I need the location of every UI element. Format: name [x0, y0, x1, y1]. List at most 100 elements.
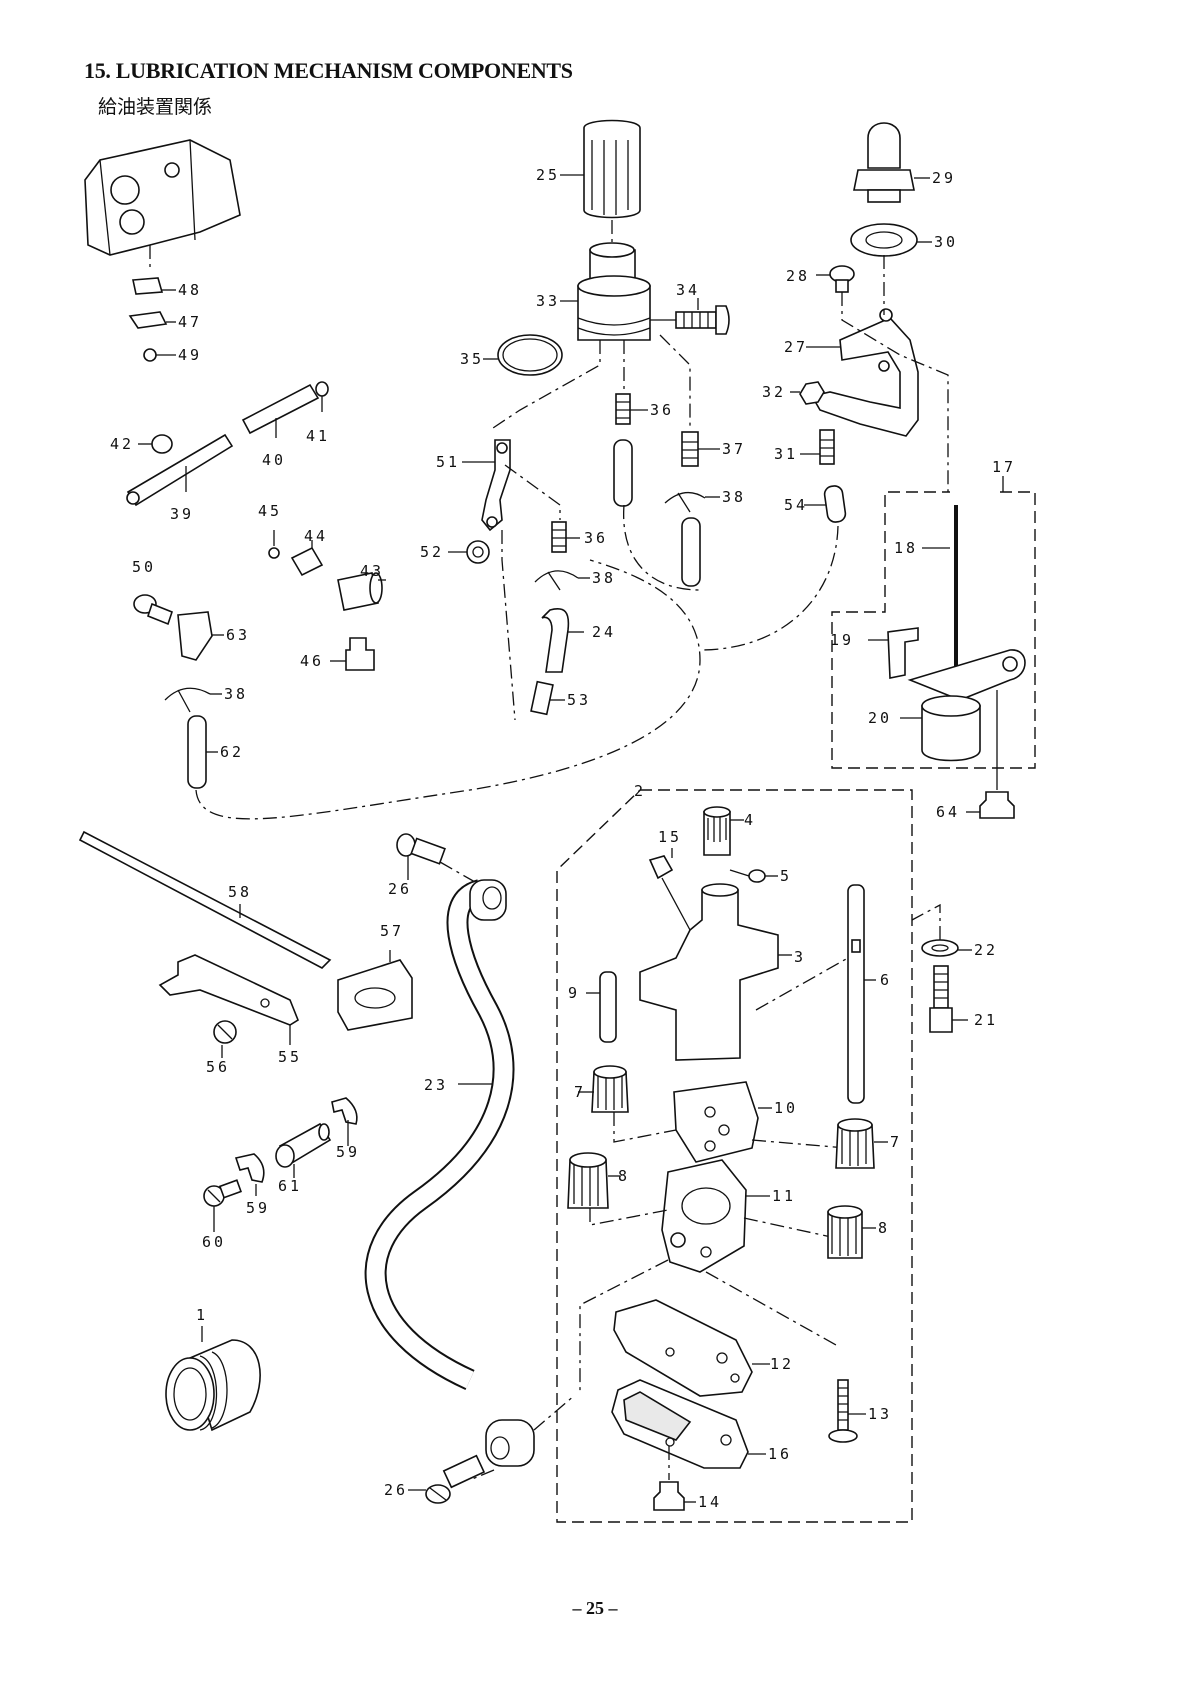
callout-label-62: 62	[220, 743, 244, 761]
callout-label-38: 38	[722, 488, 746, 506]
part-18-rod	[922, 505, 958, 690]
callout-label-51: 51	[436, 453, 460, 471]
bed-bracket	[84, 139, 241, 272]
part-11-housing	[661, 1159, 770, 1273]
callout-label-26: 26	[384, 1481, 408, 1499]
callout-label-21: 21	[974, 1011, 998, 1029]
callout-label-54: 54	[784, 496, 808, 514]
part-38-right	[664, 491, 720, 513]
callout-label-8: 8	[878, 1219, 890, 1237]
callout-label-63: 63	[226, 626, 250, 644]
part-36-mid	[551, 521, 580, 553]
callout-label-39: 39	[170, 505, 194, 523]
callout-label-18: 18	[894, 539, 918, 557]
tube-24	[541, 608, 570, 673]
callout-label-33: 33	[536, 292, 560, 310]
callout-label-44: 44	[304, 527, 328, 545]
callout-label-31: 31	[774, 445, 798, 463]
part-16-filter-base	[611, 1379, 766, 1469]
callout-label-28: 28	[786, 267, 810, 285]
callout-label-9: 9	[568, 984, 580, 1002]
callout-label-25: 25	[536, 166, 560, 184]
part-63	[177, 611, 224, 661]
part-22-washer	[921, 939, 972, 957]
callout-label-58: 58	[228, 883, 252, 901]
part-34-oring	[483, 334, 563, 376]
part-55-spring-plate	[158, 954, 299, 1045]
callout-label-20: 20	[868, 709, 892, 727]
part-5-set-screw	[729, 869, 778, 883]
part-31-fitting	[800, 429, 835, 465]
part-26-top-bolt	[396, 833, 446, 880]
callout-label-7: 7	[890, 1133, 902, 1151]
callout-label-42: 42	[110, 435, 134, 453]
page-subtitle: 給油装置関係	[98, 96, 213, 118]
callout-label-59: 59	[246, 1199, 270, 1217]
callout-label-38: 38	[592, 569, 616, 587]
part-1-plug	[165, 1326, 261, 1432]
page-title: 15. LUBRICATION MECHANISM COMPONENTS	[84, 58, 573, 83]
callout-label-43: 43	[360, 562, 384, 580]
part-21-screw	[929, 965, 968, 1033]
part-45	[268, 530, 280, 559]
tube-36-top	[613, 439, 633, 507]
part-44	[290, 540, 324, 577]
callout-label-19: 19	[830, 631, 854, 649]
part-26-bottom-bolt	[408, 1454, 486, 1504]
callout-label-14: 14	[698, 1493, 722, 1511]
part-28-screw	[816, 265, 855, 293]
callout-label-29: 29	[932, 169, 956, 187]
part-52-nut	[448, 540, 490, 564]
part-38-left	[164, 687, 222, 713]
callout-label-64: 64	[936, 803, 960, 821]
callout-label-6: 6	[880, 971, 892, 989]
callout-label-55: 55	[278, 1048, 302, 1066]
part-50	[133, 594, 173, 626]
callout-label-47: 47	[178, 313, 202, 331]
part-15-fitting	[648, 848, 691, 931]
part-60-screw	[203, 1179, 242, 1232]
part-48	[132, 277, 176, 295]
part-49	[143, 348, 176, 362]
part-38-mid	[534, 570, 590, 591]
callout-label-56: 56	[206, 1058, 230, 1076]
callout-label-16: 16	[768, 1445, 792, 1463]
part-7-gear-left	[578, 1065, 629, 1113]
callout-label-60: 60	[202, 1233, 226, 1251]
part-33-pump-body	[560, 242, 651, 341]
page-number: – 25 –	[572, 1598, 618, 1618]
part-36-top	[615, 393, 648, 425]
part-19-plate	[868, 627, 919, 679]
part-64-screw	[966, 791, 1015, 819]
callout-label-7: 7	[574, 1083, 586, 1101]
part-37	[681, 431, 720, 467]
callout-label-24: 24	[592, 623, 616, 641]
callout-label-10: 10	[774, 1099, 798, 1117]
part-12-gasket	[613, 1299, 770, 1397]
part-47	[128, 311, 176, 329]
part-39-shaft	[126, 433, 234, 507]
callout-labels: 1234567788910111213141516171819202122232…	[110, 166, 1013, 1511]
part-62-tube	[187, 715, 218, 789]
callout-label-26: 26	[388, 880, 412, 898]
part-41	[315, 381, 329, 412]
callout-label-22: 22	[974, 941, 998, 959]
part-59-top	[331, 1097, 358, 1146]
part-61-sleeve	[275, 1122, 332, 1178]
callout-label-4: 4	[744, 811, 756, 829]
callout-label-13: 13	[868, 1405, 892, 1423]
part-9-pin	[586, 971, 617, 1043]
callout-label-27: 27	[784, 338, 808, 356]
part-3-pump-housing	[639, 883, 792, 1061]
callout-label-3: 3	[794, 948, 806, 966]
callout-label-23: 23	[424, 1076, 448, 1094]
callout-label-1: 1	[196, 1306, 208, 1324]
tube-54	[823, 485, 847, 523]
callout-label-50: 50	[132, 558, 156, 576]
callout-label-15: 15	[658, 828, 682, 846]
part-13-screw	[828, 1379, 866, 1443]
callout-label-11: 11	[772, 1187, 796, 1205]
part-51-bracket	[462, 439, 511, 532]
callout-label-57: 57	[380, 922, 404, 940]
